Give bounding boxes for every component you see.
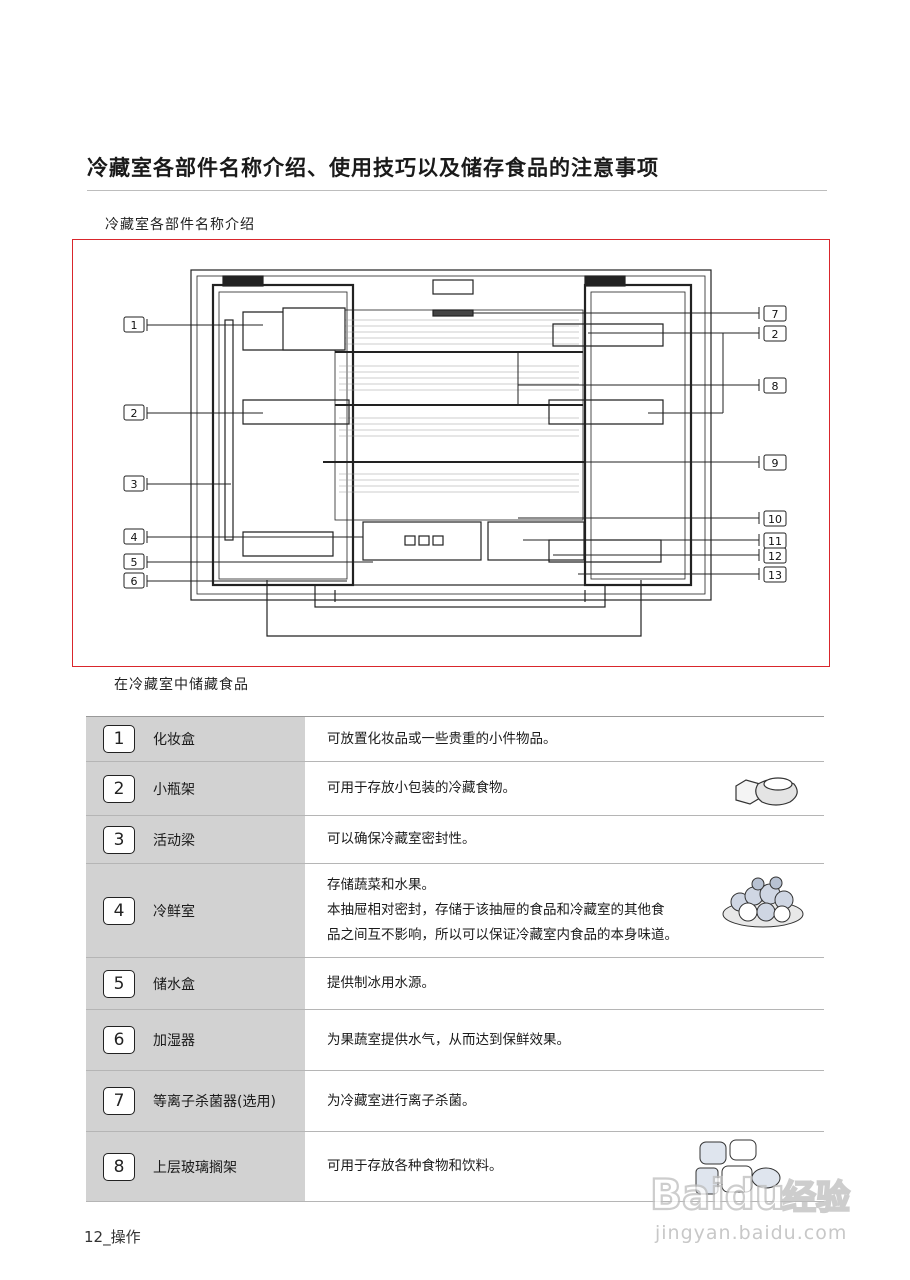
part-number: 4 bbox=[103, 896, 135, 925]
part-name: 加湿器 bbox=[153, 1033, 195, 1049]
callout-right-8: 8 bbox=[772, 380, 779, 393]
section-heading-parts: 冷藏室各部件名称介绍 bbox=[105, 217, 255, 233]
part-name: 上层玻璃搁架 bbox=[153, 1159, 237, 1176]
table-row: 1 化妆盒 可放置化妆品或一些贵重的小件物品。 bbox=[86, 716, 824, 762]
part-description: 为冷藏室进行离子杀菌。 bbox=[327, 1092, 476, 1109]
page-footer: 12_操作 bbox=[84, 1228, 141, 1246]
part-number: 6 bbox=[103, 1026, 135, 1054]
part-number: 7 bbox=[103, 1087, 135, 1115]
refrigerator-drawing: 1 2 3 4 5 6 bbox=[123, 269, 787, 637]
watermark-url: jingyan.baidu.com bbox=[655, 1222, 848, 1244]
food-containers-icon bbox=[695, 1139, 781, 1195]
part-number: 3 bbox=[103, 825, 135, 854]
page-title: 冷藏室各部件名称介绍、使用技巧以及储存食品的注意事项 bbox=[87, 152, 827, 191]
part-description-line: 品之间互不影响，所以可以保证冷藏室内食品的本身味道。 bbox=[327, 927, 678, 943]
part-description: 可用于存放小包装的冷藏食物。 bbox=[327, 780, 516, 796]
packaged-food-icon bbox=[735, 777, 798, 806]
section-heading-storage: 在冷藏室中储藏食品 bbox=[114, 677, 249, 693]
part-description-line: 存储蔬菜和水果。 bbox=[327, 877, 435, 893]
refrigerator-diagram: 1 2 3 4 5 6 bbox=[72, 239, 830, 667]
baidu-jingyan-logo: Baidu 经验 bbox=[649, 1169, 851, 1220]
part-name: 等离子杀菌器(选用) bbox=[153, 1094, 276, 1110]
watermark-brand: Baidu bbox=[650, 1170, 785, 1219]
callout-left-5: 5 bbox=[131, 556, 138, 569]
table-row: 8 上层玻璃搁架 可用于存放各种食物和饮料。 bbox=[86, 1131, 824, 1202]
callout-right-7: 7 bbox=[772, 308, 779, 321]
table-row: 7 等离子杀菌器(选用) 为冷藏室进行离子杀菌。 bbox=[86, 1070, 824, 1132]
part-name: 储水盒 bbox=[153, 976, 195, 993]
watermark-product: 经验 bbox=[782, 1178, 850, 1218]
part-name: 小瓶架 bbox=[153, 781, 195, 798]
part-description: 可以确保冷藏室密封性。 bbox=[327, 831, 476, 847]
part-number: 8 bbox=[103, 1152, 135, 1181]
callout-left-1: 1 bbox=[131, 319, 138, 332]
parts-table: 1 化妆盒 可放置化妆品或一些贵重的小件物品。 2 小瓶架 可用于存放小包装的冷藏食… bbox=[86, 716, 824, 1202]
part-name: 化妆盒 bbox=[153, 732, 195, 748]
fruit-vegetable-icon bbox=[722, 876, 804, 928]
part-description: 为果蔬室提供水气，从而达到保鲜效果。 bbox=[327, 1031, 570, 1048]
callout-left-2: 2 bbox=[131, 407, 138, 420]
callout-left-6: 6 bbox=[131, 575, 138, 588]
part-number: 2 bbox=[103, 774, 135, 803]
part-name: 活动梁 bbox=[153, 832, 195, 849]
part-name: 冷鲜室 bbox=[153, 903, 195, 920]
part-number: 5 bbox=[103, 969, 135, 998]
callout-right-11: 11 bbox=[768, 535, 782, 548]
callout-left-3: 3 bbox=[131, 478, 138, 491]
callout-right-13: 13 bbox=[768, 569, 782, 582]
callout-right-12: 12 bbox=[768, 550, 782, 563]
callout-right-9: 9 bbox=[772, 457, 779, 470]
part-description: 提供制冰用水源。 bbox=[327, 975, 435, 991]
callout-left-4: 4 bbox=[131, 531, 138, 544]
part-number: 1 bbox=[103, 725, 135, 753]
part-description: 可用于存放各种食物和饮料。 bbox=[327, 1158, 503, 1174]
part-description: 可放置化妆品或一些贵重的小件物品。 bbox=[327, 730, 557, 747]
callout-right-10: 10 bbox=[768, 513, 782, 526]
table-row: 2 小瓶架 可用于存放小包装的冷藏食物。 bbox=[86, 761, 824, 816]
part-description-line: 本抽屉相对密封，存储于该抽屉的食品和冷藏室的其他食 bbox=[327, 902, 665, 918]
table-row: 3 活动梁 可以确保冷藏室密封性。 bbox=[86, 815, 824, 864]
callout-right-2: 2 bbox=[772, 328, 779, 341]
table-row: 6 加湿器 为果蔬室提供水气，从而达到保鲜效果。 bbox=[86, 1009, 824, 1071]
table-row: 5 储水盒 提供制冰用水源。 bbox=[86, 957, 824, 1010]
